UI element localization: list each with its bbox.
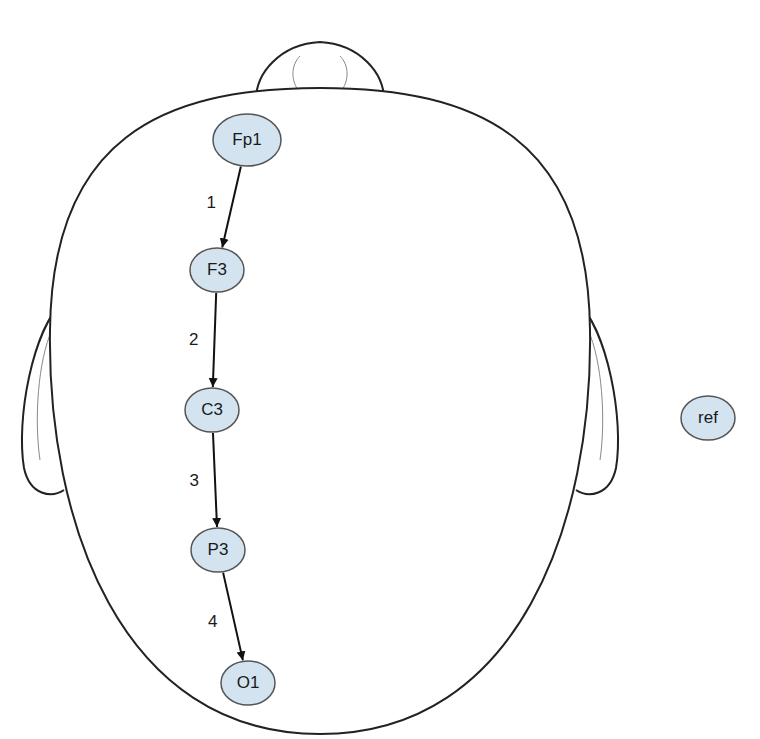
electrode: Fp1: [212, 113, 282, 167]
electrode: O1: [220, 660, 276, 706]
montage-arrow: [213, 293, 216, 387]
electrode-disc: [221, 661, 275, 705]
electrode-label: Fp1: [232, 131, 261, 150]
nose-crease: [293, 56, 300, 90]
electrode: C3: [184, 387, 240, 433]
electrode-label: ref: [698, 409, 718, 428]
electrode-label: O1: [237, 674, 260, 693]
callout-number: 4: [208, 613, 217, 630]
electrode-disc: [191, 528, 245, 572]
montage-arrow: [223, 573, 243, 661]
electrode-disc: [681, 396, 735, 440]
electrode: ref: [680, 395, 736, 441]
electrode-disc: [190, 248, 244, 292]
electrode-disc: [185, 388, 239, 432]
electrode: F3: [189, 247, 245, 293]
electrode-label: P3: [208, 541, 229, 560]
electrode-label: C3: [201, 401, 223, 420]
electrode-disc: [213, 114, 281, 166]
electrode: P3: [190, 527, 246, 573]
nose-crease: [340, 56, 347, 90]
callout-number: 2: [189, 331, 198, 348]
montage-arrow: [222, 167, 241, 248]
electrode-label: F3: [207, 261, 227, 280]
callout-number: 1: [207, 194, 216, 211]
montage-arrow: [213, 433, 217, 527]
head: [50, 88, 590, 734]
callout-number: 3: [190, 472, 199, 489]
